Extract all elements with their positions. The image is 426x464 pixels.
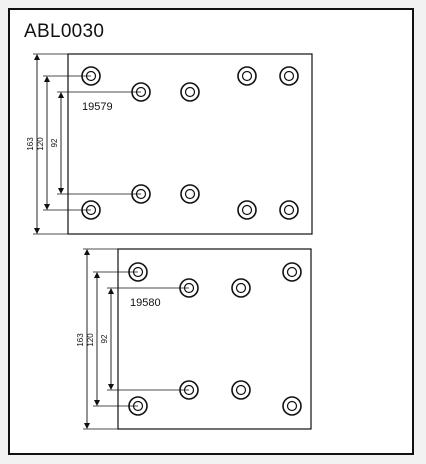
dimension-label-120: 120 (86, 333, 95, 347)
rivet-hole (231, 278, 251, 298)
dimension-label-163: 163 (76, 333, 85, 347)
part-number-title: ABL0030 (24, 21, 105, 42)
rivet-hole (237, 66, 257, 86)
lining-plate-lower: 163 120 92 19580 (76, 248, 312, 430)
rivet-hole (282, 262, 302, 282)
plate-outline (117, 248, 312, 430)
lining-code-upper: 19579 (82, 101, 113, 113)
rivet-hole (231, 380, 251, 400)
dimension-label-92: 92 (50, 138, 59, 147)
dimension-label-163: 163 (26, 137, 35, 151)
plate-outline (67, 53, 313, 235)
lining-plate-upper: 163 120 92 19579 (26, 53, 313, 235)
rivet-hole (131, 82, 151, 102)
rivet-hole (279, 200, 299, 220)
rivet-hole (128, 262, 148, 282)
rivet-hole (81, 66, 101, 86)
rivet-hole (279, 66, 299, 86)
lining-code-lower: 19580 (130, 297, 161, 309)
rivet-hole (131, 184, 151, 204)
rivet-hole (128, 396, 148, 416)
rivet-hole (282, 396, 302, 416)
rivet-hole (237, 200, 257, 220)
rivet-hole (179, 278, 199, 298)
rivet-hole (81, 200, 101, 220)
rivet-hole (179, 380, 199, 400)
rivet-hole (180, 184, 200, 204)
rivet-hole (180, 82, 200, 102)
dimension-label-92: 92 (100, 334, 109, 343)
dimension-label-120: 120 (36, 137, 45, 151)
